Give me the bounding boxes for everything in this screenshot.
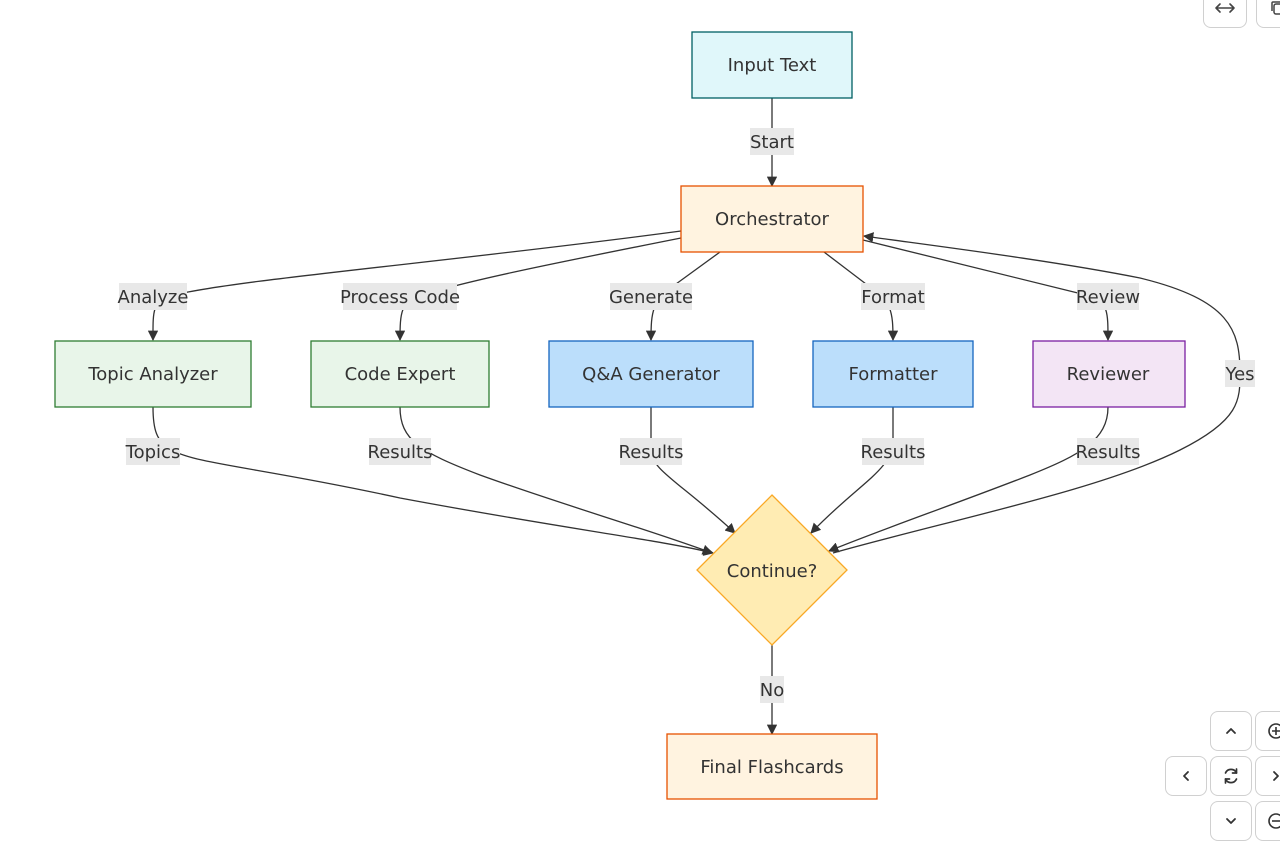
pan-down-button[interactable]	[1210, 801, 1252, 841]
svg-text:Process Code: Process Code	[340, 287, 460, 308]
edge-label-results-code: Results	[368, 438, 433, 465]
svg-text:Input Text: Input Text	[728, 55, 817, 76]
node-continue-decision[interactable]: Continue?	[696, 494, 848, 646]
edge-label-generate: Generate	[609, 283, 693, 310]
edge-label-process-code: Process Code	[340, 283, 460, 310]
edge-code-expert-decision	[399, 406, 713, 555]
copy-icon	[1269, 0, 1280, 17]
nodes: Input Text Orchestrator Topic Analyzer C…	[54, 31, 1186, 800]
edge-label-results-reviewer: Results	[1076, 438, 1141, 465]
pan-right-button[interactable]	[1255, 756, 1280, 796]
pan-up-button[interactable]	[1210, 711, 1252, 751]
edge-label-no: No	[760, 676, 784, 703]
edge-topic-analyzer-decision	[152, 406, 715, 556]
svg-text:Final Flashcards: Final Flashcards	[700, 757, 843, 778]
svg-text:Code Expert: Code Expert	[345, 364, 456, 385]
svg-text:Continue?: Continue?	[727, 561, 818, 582]
svg-text:No: No	[760, 680, 784, 701]
node-formatter[interactable]: Formatter	[812, 340, 974, 408]
pan-left-button[interactable]	[1165, 756, 1207, 796]
node-input-text[interactable]: Input Text	[691, 31, 853, 99]
edge-label-yes: Yes	[1224, 360, 1255, 387]
node-code-expert[interactable]: Code Expert	[310, 340, 490, 408]
zoom-out-button[interactable]	[1255, 801, 1280, 841]
node-topic-analyzer[interactable]: Topic Analyzer	[54, 340, 252, 408]
chevron-right-icon	[1269, 769, 1280, 783]
zoom-in-button[interactable]	[1255, 711, 1280, 751]
edge-label-review: Review	[1076, 283, 1140, 310]
svg-text:Analyze: Analyze	[118, 287, 189, 308]
node-orchestrator[interactable]: Orchestrator	[680, 185, 864, 253]
svg-text:Formatter: Formatter	[849, 364, 939, 385]
svg-text:Results: Results	[368, 442, 433, 463]
node-reviewer[interactable]: Reviewer	[1032, 340, 1186, 408]
svg-text:Generate: Generate	[609, 287, 693, 308]
edge-label-results-qa: Results	[619, 438, 684, 465]
edge-label-format: Format	[861, 283, 925, 310]
copy-button[interactable]	[1256, 0, 1280, 28]
edge-qa-generator-decision	[650, 407, 736, 534]
svg-text:Topics: Topics	[125, 442, 181, 463]
reset-view-button[interactable]	[1210, 756, 1252, 796]
svg-text:Topic Analyzer: Topic Analyzer	[87, 364, 218, 385]
svg-text:Reviewer: Reviewer	[1067, 364, 1150, 385]
edge-label-analyze: Analyze	[118, 283, 189, 310]
zoom-out-icon	[1266, 811, 1280, 831]
edge-orchestrator-reviewer	[862, 239, 1114, 342]
node-qa-generator[interactable]: Q&A Generator	[548, 340, 754, 408]
edge-labels: Start Analyze Process Code Generate Form…	[118, 128, 1255, 703]
svg-text:Results: Results	[861, 442, 926, 463]
svg-text:Orchestrator: Orchestrator	[715, 209, 829, 230]
edge-label-topics: Topics	[125, 438, 181, 465]
fit-width-button[interactable]	[1203, 0, 1247, 28]
edge-label-start: Start	[750, 128, 794, 155]
svg-text:Yes: Yes	[1224, 364, 1254, 385]
node-final-flashcards[interactable]: Final Flashcards	[666, 733, 878, 800]
svg-text:Format: Format	[861, 287, 924, 308]
svg-text:Review: Review	[1076, 287, 1140, 308]
edge-label-results-formatter: Results	[861, 438, 926, 465]
chevron-left-icon	[1179, 769, 1193, 783]
svg-text:Results: Results	[619, 442, 684, 463]
chevron-down-icon	[1224, 814, 1238, 828]
refresh-icon	[1221, 766, 1241, 786]
horizontal-arrows-icon	[1214, 1, 1236, 15]
edge-reviewer-decision	[828, 406, 1109, 553]
flowchart-diagram: Start Analyze Process Code Generate Form…	[54, 31, 1255, 800]
svg-text:Q&A Generator: Q&A Generator	[582, 364, 720, 385]
svg-text:Results: Results	[1076, 442, 1141, 463]
zoom-in-icon	[1266, 721, 1280, 741]
edge-formatter-decision	[810, 407, 894, 534]
chevron-up-icon	[1224, 724, 1238, 738]
svg-text:Start: Start	[750, 132, 794, 153]
